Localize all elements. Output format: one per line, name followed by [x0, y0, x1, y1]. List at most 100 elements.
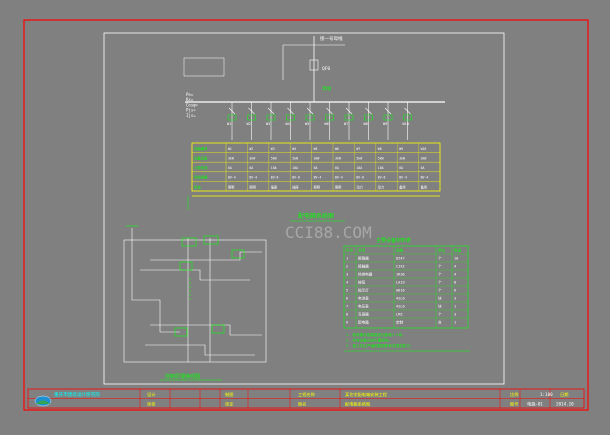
table-cell: 6A [421, 166, 425, 170]
mat-cell: 电流表 [358, 296, 369, 301]
feeder-code: W9 [383, 122, 387, 126]
mat-cell: 配电箱 [358, 320, 369, 325]
table-cell: 3kW [314, 157, 320, 161]
table-cell: 10A [271, 166, 277, 170]
mat-cell: 块 [438, 304, 442, 309]
load-param: Pjs= [186, 108, 196, 113]
mat-cell: 1 [454, 305, 456, 309]
contact-symbol-1 [179, 261, 193, 271]
feeder-code: W1 [227, 122, 231, 126]
project-name: 某住宅配电箱安装工程 [345, 391, 388, 398]
mat-cell: 按钮 [358, 280, 366, 285]
mat-header: 数量 [454, 248, 462, 253]
control-wire-4 [150, 324, 262, 336]
feeder-switch [248, 107, 255, 115]
feeder-code: W5 [305, 122, 309, 126]
mat-cell: 断路器 [358, 256, 369, 261]
table-cell: W3 [271, 147, 275, 151]
materials-notes: 1. 配电箱安装高度底边距地1.5米。2. 所有设备均应可靠接地。3. 施工时应… [344, 332, 470, 352]
table-cell: 3kW [335, 157, 341, 161]
feeder-code: W10 [403, 122, 410, 126]
feeder-switch [267, 107, 275, 115]
table-cell: 3kW [399, 157, 405, 161]
mat-cell: LMZ [396, 313, 403, 317]
coil-symbol-1 [181, 237, 197, 247]
table-cell: BV-6 [378, 176, 386, 180]
feeder-breaker [325, 114, 334, 121]
contact-symbol-4 [211, 324, 225, 334]
feeder-code: W3 [266, 122, 270, 126]
feeder-breaker [403, 114, 412, 121]
feeder-switch [306, 107, 314, 115]
table-cell: 备用 [399, 184, 405, 189]
feeder-switch [404, 107, 411, 115]
control-wire-3 [140, 269, 250, 281]
table-cell: W1 [228, 147, 232, 151]
feeder-switch [287, 107, 294, 115]
mat-cell: 个 [438, 280, 442, 285]
feeder-switch [365, 107, 372, 115]
feeder-code: W2 [247, 122, 251, 126]
feeder-breaker [364, 114, 373, 121]
mat-cell: 2 [346, 265, 348, 269]
table-cell: 照明 [314, 185, 320, 189]
mat-cell: 个 [438, 272, 442, 277]
feeder-breaker [286, 114, 295, 121]
table-cell: 动力 [356, 184, 362, 189]
load-parameters: Pe=Kx=Cosφ=Pjs=Ijs= [186, 92, 199, 118]
table-cell: W5 [314, 147, 318, 151]
table-row-header: 用途 [194, 184, 201, 189]
feeder-breaker [305, 114, 315, 121]
control-wire-5 [145, 344, 255, 356]
mat-cell: 9 [346, 321, 348, 325]
feeder-switch [345, 107, 353, 115]
table-cell: 10A [378, 166, 384, 170]
mat-cell: 块 [438, 296, 442, 301]
table-cell: 5kW [271, 157, 277, 161]
table-cell: BV-6 [292, 176, 300, 180]
company-name: 重庆市建筑设计研究院 [54, 391, 100, 398]
drawing-name: 配电箱系统图 [345, 401, 370, 408]
coil-symbol-2 [203, 235, 219, 245]
feeder-breaker [383, 114, 393, 121]
mat-cell: 定制 [396, 320, 404, 325]
table-cell: 插座 [292, 184, 299, 189]
feeder-switch [384, 107, 392, 115]
table-cell: BV-4 [249, 176, 257, 180]
note-line: 1. 配电箱安装高度底边距地1.5米。 [346, 332, 406, 337]
table-cell: W10 [421, 147, 427, 151]
table-cell: 照明 [335, 185, 341, 189]
breaker-label: QF0 [322, 66, 330, 72]
table-cell: 3kW [249, 157, 255, 161]
table-cell: W8 [378, 147, 382, 151]
table-cell: 照明 [249, 185, 255, 189]
load-param: Kx= [186, 97, 194, 102]
meter-box [183, 57, 225, 77]
table-row-header: 设备容量 [194, 156, 208, 161]
mat-cell: 3 [454, 297, 456, 301]
watermark-text: CCI88.COM [285, 223, 372, 242]
table-cell: BV-4 [335, 176, 343, 180]
feeder-code: W6 [325, 122, 329, 126]
feeder-breaker [247, 114, 256, 121]
top-feed-label: 接一号母线 [320, 35, 343, 42]
feeder-switch [228, 107, 236, 115]
mat-header: 单位 [438, 248, 446, 253]
table-cell: 10A [292, 166, 298, 170]
title-block-grid [139, 389, 551, 408]
table-cell: 5kW [356, 157, 362, 161]
feeder-code: W8 [364, 122, 368, 126]
table-cell: BV-6 [356, 176, 364, 180]
mat-cell: 6 [346, 297, 348, 301]
table-cell: 6A [399, 166, 403, 170]
table-cell: 照明 [228, 185, 234, 189]
mat-cell: 台 [438, 320, 442, 325]
table-cell: 6A [228, 166, 232, 170]
mat-cell: CJX2 [396, 265, 405, 269]
materials-frame [343, 245, 469, 329]
mat-cell: 4 [454, 273, 456, 277]
feeder-breaker [344, 114, 354, 121]
